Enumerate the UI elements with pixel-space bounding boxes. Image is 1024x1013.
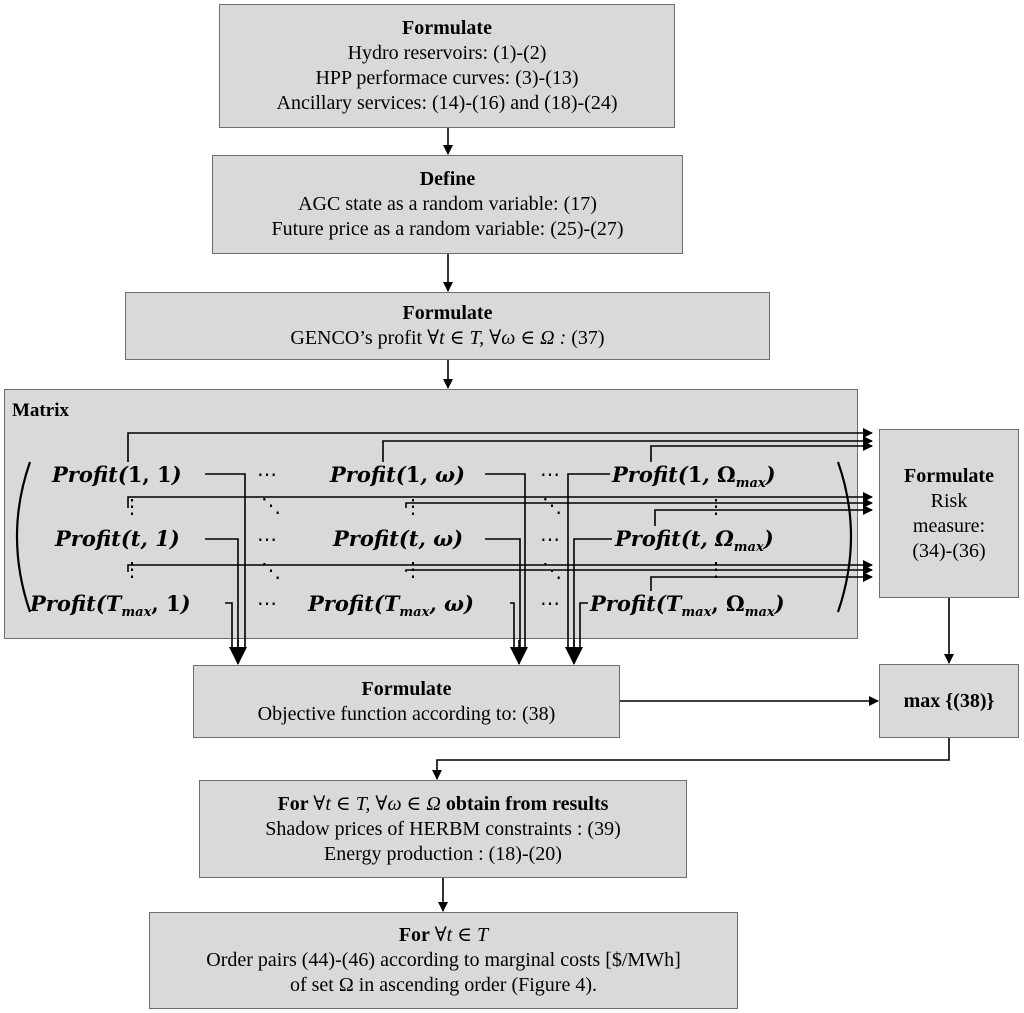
bus-line-3 (650, 441, 873, 462)
box3-suffix: (37) (566, 327, 605, 349)
risk-measure-box: Formulate Risk measure: (34)-(36) (879, 429, 1019, 598)
results-box: For ∀t ∈ T, ∀ω ∈ Ω obtain from results S… (199, 780, 687, 878)
matrix-label: Matrix (12, 400, 69, 421)
col2-line-2 (485, 538, 521, 648)
col3-line-1 (567, 473, 610, 648)
box1-line-3: Ancillary services: (14)-(16) and (18)-(… (276, 92, 618, 114)
matrix-cell-r1c3: Profit(1, Ωmax) (612, 462, 776, 491)
objective-line: Objective function according to: (38) (257, 702, 556, 725)
box2-title: Define (419, 168, 476, 190)
hdots-r1b: ⋯ (540, 464, 560, 486)
box2-line-2: Future price as a random variable: (25)-… (271, 218, 624, 240)
box1-line-2: HPP performace curves: (3)-(13) (315, 67, 579, 89)
objective-title: Formulate (361, 677, 452, 700)
define-random-variables-box: Define AGC state as a random variable: (… (212, 155, 683, 254)
col3-line-3 (579, 602, 588, 648)
matrix-cell-r2c2: Profit(t, ω) (333, 526, 464, 551)
box1-title: Formulate (402, 17, 492, 39)
final-title: For ∀t ∈ T (398, 924, 489, 946)
bus-line-8 (405, 565, 873, 575)
box3-prefix: GENCO’s profit (290, 327, 428, 349)
matrix-cell-r1c2: Profit(1, ω) (330, 462, 465, 487)
risk-line-3: (34)-(36) (912, 539, 986, 562)
ddots-1a: ⋱ (261, 495, 281, 517)
results-line-2: Energy production : (18)-(20) (324, 842, 562, 865)
hdots-r2a: ⋯ (257, 529, 277, 551)
matrix-cell-r3c3: Profit(Tmax, Ωmax) (590, 591, 785, 620)
col1-line-2 (205, 538, 239, 648)
bus-line-5 (405, 498, 873, 508)
matrix-cell-r3c2: Profit(Tmax, ω) (308, 591, 474, 620)
bus-line-7 (127, 560, 873, 572)
col1-line-3 (225, 602, 233, 648)
ddots-2a: ⋱ (261, 560, 281, 582)
hdots-r1a: ⋯ (257, 464, 277, 486)
bus-line-1 (127, 428, 873, 462)
arrow-max-results (432, 738, 950, 780)
ddots-1b: ⋱ (542, 495, 562, 517)
hdots-r2b: ⋯ (540, 529, 560, 551)
results-title: For ∀t ∈ T, ∀ω ∈ Ω obtain from results (277, 792, 609, 815)
final-line-2: of set Ω in ascending order (Figure 4). (289, 974, 597, 996)
vdots-1c: ⋮ (706, 496, 726, 518)
risk-line-2: measure: (912, 514, 986, 537)
col2-line-3 (510, 602, 515, 648)
bus-line-2 (382, 436, 873, 462)
right-bracket (836, 461, 853, 613)
formulate-profit-box: Formulate GENCO’s profit ∀t ∈ T, ∀ω ∈ Ω … (125, 292, 770, 360)
matrix-container (4, 389, 858, 639)
col2-line-1 (485, 473, 526, 648)
results-line-1: Shadow prices of HERBM constraints : (39… (265, 817, 621, 840)
box3-math: ∀t ∈ T, ∀ω ∈ Ω : (427, 327, 567, 349)
left-bracket (15, 461, 32, 613)
max-label: max {(38)} (903, 689, 995, 712)
final-line-1: Order pairs (44)-(46) according to margi… (206, 949, 681, 971)
risk-line-1: Risk (930, 489, 968, 512)
objective-function-box: Formulate Objective function according t… (193, 665, 620, 738)
max-box: max {(38)} (879, 664, 1019, 738)
box2-line-1: AGC state as a random variable: (17) (298, 193, 597, 215)
box3-line: GENCO’s profit ∀t ∈ T, ∀ω ∈ Ω : (37) (290, 326, 604, 351)
bus-line-4 (127, 492, 873, 508)
vdots-1a: ⋮ (122, 496, 142, 518)
bus-line-9 (650, 572, 873, 591)
risk-title: Formulate (904, 464, 994, 487)
box3-title: Formulate (402, 302, 493, 324)
box1-line-1: Hydro reservoirs: (1)-(2) (347, 42, 547, 64)
bus-line-6 (654, 505, 873, 526)
matrix-cell-r2c3: Profit(t, Ωmax) (615, 526, 774, 555)
order-pairs-box: For ∀t ∈ T Order pairs (44)-(46) accordi… (149, 912, 738, 1009)
matrix-cell-r3c1: Profit(Tmax, 1) (30, 591, 191, 620)
matrix-cell-r2c1: Profit(t, 1) (55, 526, 180, 551)
ddots-2b: ⋱ (542, 560, 562, 582)
formulate-constraints-box: Formulate Hydro reservoirs: (1)-(2) HPP … (219, 4, 675, 128)
hdots-r3b: ⋯ (540, 593, 560, 615)
vdots-1b: ⋮ (403, 496, 423, 518)
hdots-r3a: ⋯ (257, 593, 277, 615)
matrix-cell-r1c1: Profit(1, 1) (52, 462, 182, 487)
col1-line-1 (205, 473, 246, 648)
col3-line-2 (573, 538, 612, 648)
